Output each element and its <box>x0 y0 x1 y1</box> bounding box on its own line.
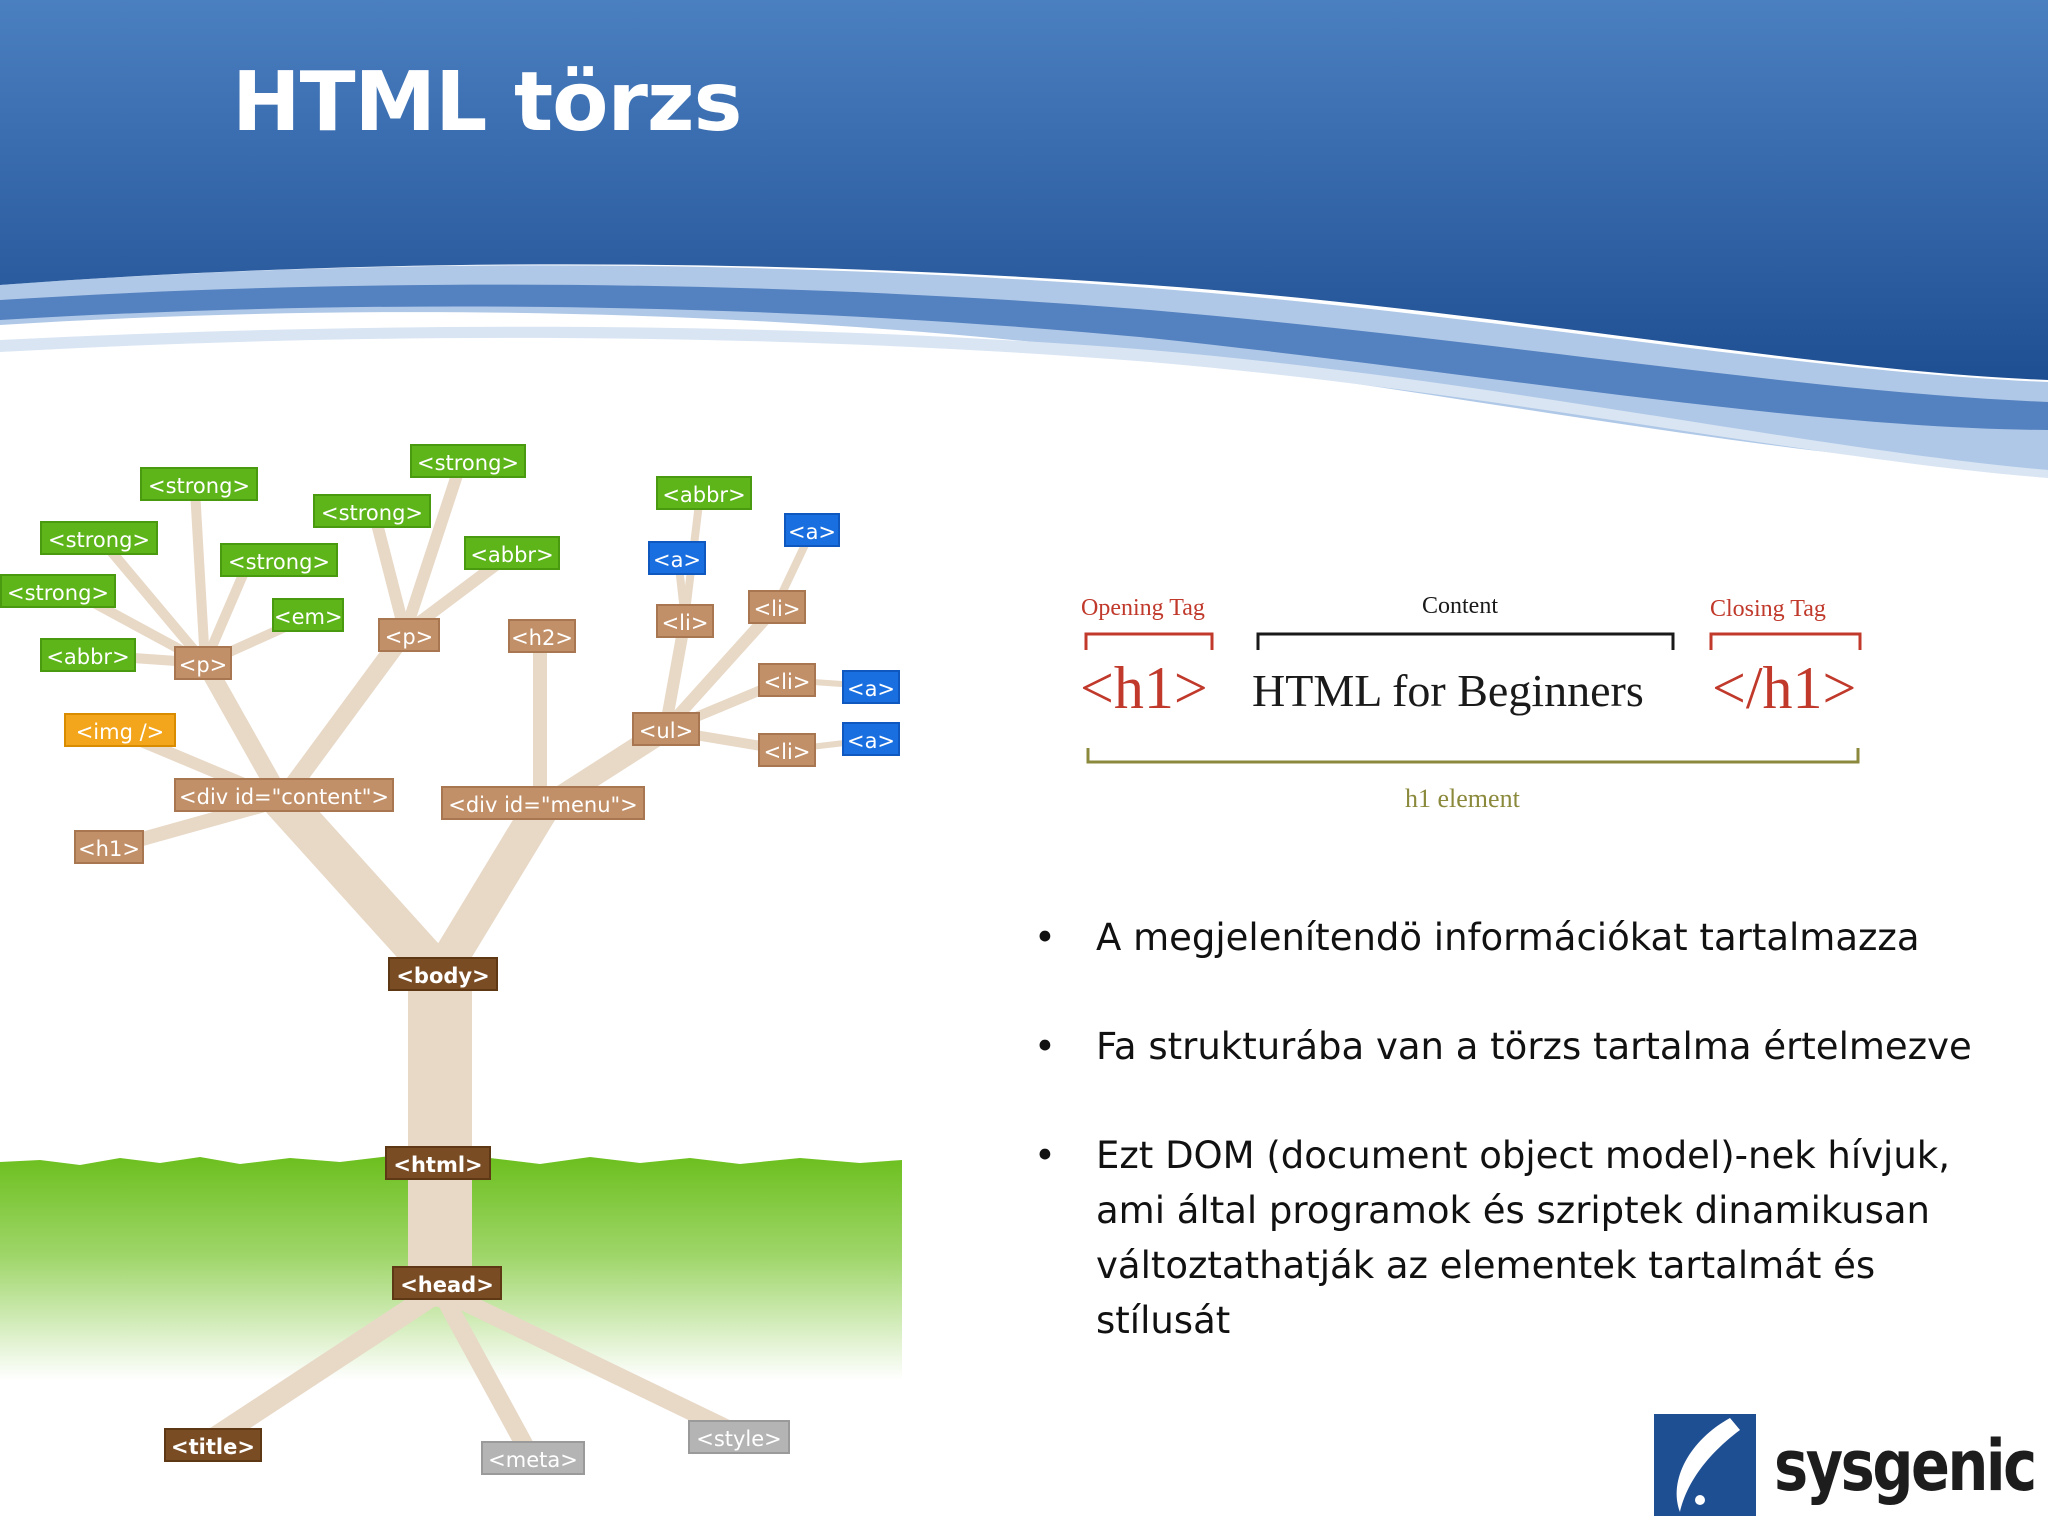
header-band <box>0 0 2048 380</box>
tree-tag-h2: <h2> <box>508 619 576 653</box>
tree-tag-strong: <strong> <box>0 574 116 608</box>
header-wave-edge <box>0 326 2048 478</box>
bullet-glyph: • <box>1034 1134 1056 1177</box>
tree-tag-strong: <strong> <box>140 467 258 501</box>
tree-tag-a: <a> <box>784 513 840 547</box>
tree-tag-a: <a> <box>648 541 706 575</box>
tree-tag-abbr: <abbr> <box>40 638 136 672</box>
bullet-glyph: • <box>1034 916 1056 959</box>
tree-tag-abbr: <abbr> <box>464 536 560 570</box>
bullet-text: Ezt DOM (document object model)-nek hívj… <box>1096 1134 1950 1342</box>
closing-tag-label: Closing Tag <box>1710 596 1826 622</box>
tree-tag-li: <li> <box>656 604 714 638</box>
tree-tag-li: <li> <box>758 663 816 697</box>
bullet-glyph: • <box>1034 1025 1056 1068</box>
tree-tag-img: <img /> <box>64 713 176 747</box>
tree-tag-p: <p> <box>378 618 440 652</box>
bullet-item: • Fa strukturába van a törzs tartalma ért… <box>1028 1019 2018 1074</box>
tree-tag-em: <em> <box>272 598 344 632</box>
tree-tag-div-content: <div id="content"> <box>174 778 394 812</box>
bullet-item: • A megjelenítendö információkat tartalma… <box>1028 910 2018 965</box>
bullet-list: • A megjelenítendö információkat tartalma… <box>1028 910 2018 1402</box>
slide-title: HTML törzs <box>232 55 742 150</box>
bullet-item: • Ezt DOM (document object model)-nek hív… <box>1028 1128 2018 1348</box>
tree-tag-head: <head> <box>392 1266 502 1300</box>
opening-tag: <h1> <box>1080 655 1208 721</box>
tree-tag-html: <html> <box>385 1146 491 1180</box>
sysgenic-logo-text: sysgenic <box>1774 1425 2037 1507</box>
tree-tag-style: <style> <box>688 1420 790 1454</box>
sysgenic-logo-mark <box>1654 1414 1756 1516</box>
header-wave-mid <box>0 284 2048 430</box>
tree-tag-a: <a> <box>842 670 900 704</box>
tree-tag-li: <li> <box>748 590 806 624</box>
tree-tag-strong: <strong> <box>220 543 338 577</box>
element-content: HTML for Beginners <box>1252 665 1644 716</box>
tree-tag-h1: <h1> <box>74 830 144 864</box>
tree-tag-meta: <meta> <box>481 1441 585 1475</box>
tree-tag-ul: <ul> <box>632 712 700 746</box>
tree-tag-p: <p> <box>174 646 232 680</box>
content-label: Content <box>1422 593 1498 619</box>
tree-tag-div-menu: <div id="menu"> <box>441 786 645 820</box>
bullet-text: Fa strukturába van a törzs tartalma érte… <box>1096 1025 1972 1068</box>
tree-tag-strong: <strong> <box>40 521 158 555</box>
bullet-text: A megjelenítendö információkat tartalmaz… <box>1096 916 1920 959</box>
tree-tag-a: <a> <box>842 722 900 756</box>
tree-tag-abbr: <abbr> <box>656 476 752 510</box>
closing-tag: </h1> <box>1712 655 1857 721</box>
tree-tag-body: <body> <box>388 957 498 991</box>
tree-tag-title: <title> <box>164 1428 262 1462</box>
tree-tag-strong: <strong> <box>313 494 431 528</box>
element-brackets <box>1084 632 1862 764</box>
tree-tag-li: <li> <box>758 733 816 767</box>
opening-tag-label: Opening Tag <box>1081 595 1205 621</box>
tree-tag-strong: <strong> <box>410 444 526 478</box>
element-label: h1 element <box>1405 784 1520 813</box>
